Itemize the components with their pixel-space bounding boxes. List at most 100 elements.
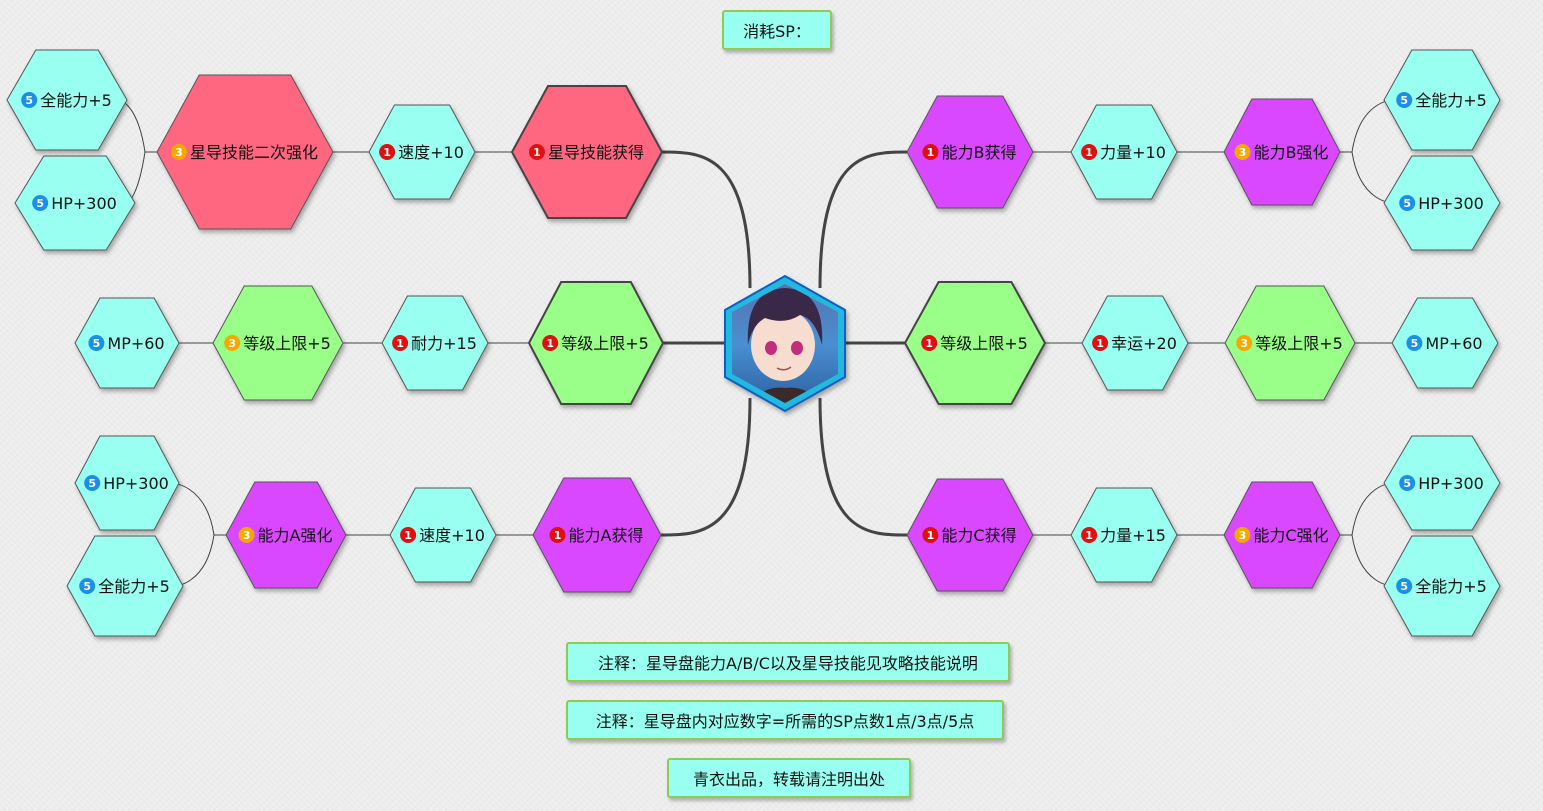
- skill-node[interactable]: HP+300 5: [1383, 435, 1501, 531]
- sp-cost-value: 1: [927, 529, 935, 542]
- connector-line: [174, 534, 215, 587]
- sp-cost-value: 3: [1239, 146, 1247, 159]
- sp-cost-badge-icon: [921, 335, 938, 351]
- skill-node[interactable]: 全能力+55: [1383, 535, 1501, 637]
- sp-cost-value: 5: [1403, 197, 1411, 210]
- hexagon-shape: [1223, 481, 1341, 589]
- skill-node[interactable]: 等级上限+53: [212, 285, 344, 401]
- connector-line: [1351, 534, 1393, 587]
- skill-node[interactable]: 星导技能获得 1: [510, 85, 664, 219]
- hexagon-shape: [1070, 487, 1178, 583]
- node-label: 全能力+5: [1415, 91, 1487, 110]
- skill-node[interactable]: 全能力+5 5: [66, 535, 184, 637]
- hexagon-shape: [1383, 535, 1501, 637]
- skill-node[interactable]: 耐力+151: [381, 295, 489, 391]
- skill-node[interactable]: 速度+101: [368, 104, 476, 200]
- sp-cost-badge-icon: [1236, 335, 1253, 351]
- sp-cost-value: 5: [36, 197, 44, 210]
- node-label: 能力A强化: [258, 526, 333, 545]
- note-skill-description: 注释：星导盘能力A/B/C以及星导技能见攻略技能说明: [566, 642, 1010, 682]
- sp-cost-value: 1: [383, 146, 391, 159]
- node-label: HP+300: [1418, 474, 1484, 493]
- sp-cost-value: 5: [1411, 337, 1419, 350]
- hexagon-shape: [381, 295, 489, 391]
- hexagon-shape: [389, 487, 497, 583]
- skill-node[interactable]: 能力C获得 1: [906, 478, 1034, 592]
- sp-cost-value: 3: [228, 337, 236, 350]
- sp-cost-badge-icon: [1396, 92, 1413, 108]
- sp-cost-value: 1: [927, 146, 935, 159]
- node-label: HP+300: [103, 474, 169, 493]
- node-label: 能力B强化: [1254, 143, 1329, 162]
- sp-cost-badge-icon: [79, 578, 96, 594]
- center-connector: [660, 397, 752, 537]
- skill-node[interactable]: 等级上限+53: [1224, 285, 1356, 401]
- center-avatar[interactable]: [724, 274, 846, 413]
- hexagon-shape: [212, 285, 344, 401]
- node-label: 力量+10: [1100, 143, 1166, 162]
- hexagon-shape: [1070, 104, 1178, 200]
- skill-node[interactable]: 全能力+55: [1383, 49, 1501, 151]
- sp-cost-badge-icon: [1081, 144, 1098, 160]
- sp-cost-value: 5: [88, 477, 96, 490]
- sp-cost-value: 3: [1240, 337, 1248, 350]
- skill-node[interactable]: MP+605: [74, 297, 180, 389]
- node-label: HP+300: [1418, 194, 1484, 213]
- sp-cost-badge-icon: [1092, 335, 1109, 351]
- sp-cost-value: 1: [533, 146, 541, 159]
- skill-node[interactable]: 等级上限+51: [527, 281, 665, 405]
- hexagon-shape: [368, 104, 476, 200]
- connector-line: [1351, 99, 1393, 153]
- hexagon-shape: [66, 535, 184, 637]
- hexagon-shape: [1383, 435, 1501, 531]
- note-sp-cost-explanation: 注释：星导盘内对应数字=所需的SP点数1点/3点/5点: [566, 700, 1004, 740]
- node-label: 等级上限+5: [940, 334, 1028, 353]
- sp-cost-badge-icon: [238, 527, 255, 543]
- skill-node[interactable]: 幸运+201: [1081, 295, 1189, 391]
- skill-node[interactable]: HP+300 5: [14, 155, 136, 251]
- node-label: 能力C获得: [941, 526, 1016, 545]
- node-label: MP+60: [1425, 334, 1482, 353]
- sp-cost-badge-icon: [88, 335, 105, 351]
- skill-node[interactable]: 全能力+5 5: [6, 49, 128, 151]
- hexagon-shape: [1224, 285, 1356, 401]
- node-label: 全能力+5: [98, 577, 170, 596]
- skill-node[interactable]: HP+300 5: [74, 435, 180, 531]
- sp-cost-value: 5: [25, 94, 33, 107]
- skill-node[interactable]: 能力B强化 3: [1223, 98, 1341, 206]
- connector-line: [1351, 151, 1393, 204]
- node-label: 星导技能获得: [548, 143, 644, 162]
- sp-cost-badge-icon: [542, 335, 559, 351]
- sp-cost-value: 3: [1239, 529, 1247, 542]
- skill-node[interactable]: 力量+101: [1070, 104, 1178, 200]
- sp-cost-value: 5: [1403, 477, 1411, 490]
- center-connector: [661, 150, 752, 289]
- sp-cost-value: 1: [396, 337, 404, 350]
- sp-cost-badge-icon: [1396, 578, 1413, 594]
- hexagon-shape: [74, 297, 180, 389]
- note-credits: 青衣出品，转载请注明出处: [667, 758, 911, 798]
- hexagon-shape: [1383, 155, 1501, 251]
- node-label: 全能力+5: [40, 91, 112, 110]
- skill-node[interactable]: 等级上限+51: [903, 281, 1047, 405]
- character-avatar-icon: [732, 284, 838, 403]
- skill-node[interactable]: HP+300 5: [1383, 155, 1501, 251]
- skill-node[interactable]: MP+60 5: [1391, 297, 1499, 389]
- sp-cost-value: 1: [1096, 337, 1104, 350]
- skill-node[interactable]: 力量+151: [1070, 487, 1178, 583]
- sp-cost-badge-icon: [392, 335, 409, 351]
- node-label: 力量+15: [1100, 526, 1166, 545]
- sp-cost-badge-icon: [170, 144, 187, 160]
- sp-cost-value: 5: [83, 580, 91, 593]
- sp-cost-badge-icon: [528, 144, 545, 160]
- skill-node[interactable]: 速度+101: [389, 487, 497, 583]
- node-label: HP+300: [51, 194, 117, 213]
- hexagon-shape: [225, 481, 347, 589]
- sp-cost-value: 1: [546, 337, 554, 350]
